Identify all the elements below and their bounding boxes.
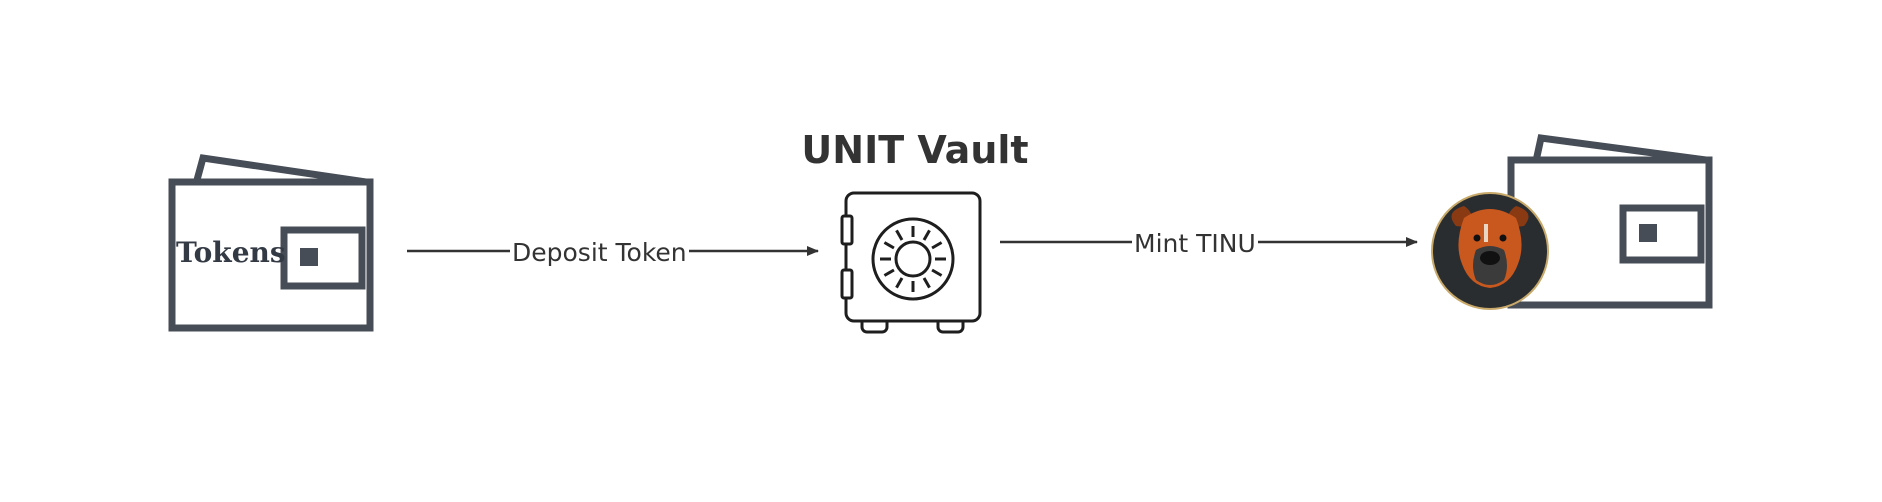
- mint-edge-label: Mint TINU: [1132, 229, 1258, 258]
- deposit-edge-label: Deposit Token: [510, 238, 689, 267]
- safe-dial-tick: [883, 268, 895, 277]
- safe-dial-tick: [931, 268, 943, 277]
- safe-dial-tick: [883, 241, 895, 250]
- safe-dial-tick: [895, 277, 904, 289]
- safe-dial-tick: [895, 229, 904, 241]
- source-wallet-label: Tokens: [176, 236, 286, 269]
- safe-icon: [840, 191, 982, 334]
- dog-avatar-icon: [1431, 192, 1549, 310]
- safe-dial-tick: [922, 229, 931, 241]
- safe-dial-tick: [931, 241, 943, 250]
- dest-wallet-icon: [1507, 134, 1713, 309]
- safe-dial-tick: [922, 277, 931, 289]
- diagram-title: UNIT Vault: [801, 128, 1029, 172]
- source-wallet-icon: [168, 154, 374, 332]
